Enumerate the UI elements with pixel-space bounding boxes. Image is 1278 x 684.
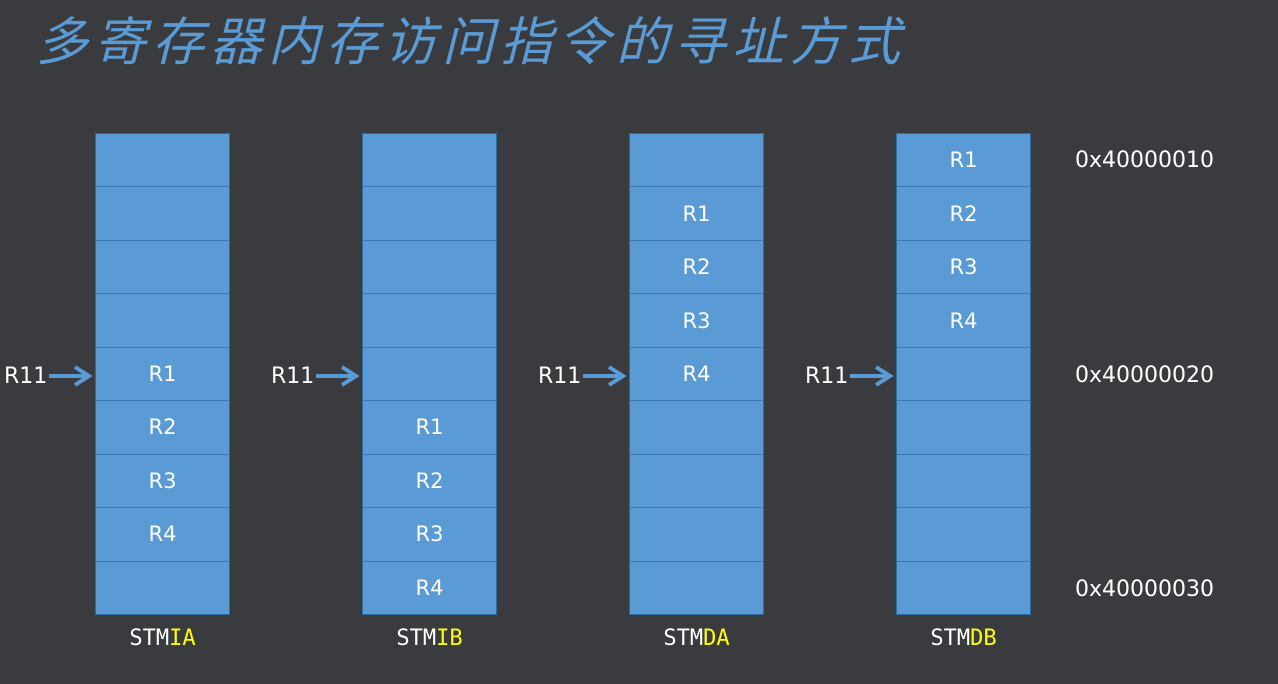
pointer-label: R11 bbox=[538, 363, 582, 389]
instruction-label-ib: STMIB bbox=[362, 626, 497, 651]
memory-cell: R2 bbox=[897, 187, 1030, 241]
memory-cell bbox=[363, 187, 496, 241]
arrow-right-icon bbox=[583, 365, 627, 387]
address-label-bottom: 0x40000030 bbox=[1075, 577, 1214, 602]
memory-stack-ia: R1 R2 R3 R4 bbox=[95, 133, 230, 615]
memory-cell bbox=[363, 294, 496, 348]
memory-cell: R2 bbox=[363, 455, 496, 509]
memory-cell: R3 bbox=[897, 241, 1030, 295]
arrow-right-icon bbox=[850, 365, 894, 387]
memory-cell: R2 bbox=[96, 401, 229, 455]
memory-cell: R1 bbox=[363, 401, 496, 455]
arrow-right-icon bbox=[49, 365, 93, 387]
pointer-r11-da: R11 bbox=[538, 362, 627, 390]
memory-cell bbox=[630, 455, 763, 509]
instruction-prefix: STM bbox=[396, 626, 437, 651]
arrow-right-icon bbox=[316, 365, 360, 387]
instruction-label-db: STMDB bbox=[896, 626, 1031, 651]
memory-cell: R2 bbox=[630, 241, 763, 295]
memory-cell bbox=[363, 348, 496, 402]
pointer-r11-ia: R11 bbox=[4, 362, 93, 390]
pointer-label: R11 bbox=[805, 363, 849, 389]
memory-cell: R3 bbox=[630, 294, 763, 348]
addressing-mode: DB bbox=[970, 626, 997, 651]
memory-cell: R3 bbox=[96, 455, 229, 509]
pointer-label: R11 bbox=[271, 363, 315, 389]
pointer-label: R11 bbox=[4, 363, 48, 389]
memory-cell: R3 bbox=[363, 508, 496, 562]
address-label-middle: 0x40000020 bbox=[1075, 363, 1214, 388]
memory-cell bbox=[96, 562, 229, 614]
memory-cell bbox=[96, 241, 229, 295]
instruction-prefix: STM bbox=[930, 626, 971, 651]
memory-cell bbox=[96, 134, 229, 188]
addressing-mode: DA bbox=[703, 626, 730, 651]
memory-cell bbox=[96, 187, 229, 241]
memory-stack-da: R1 R2 R3 R4 bbox=[629, 133, 764, 615]
memory-cell: R4 bbox=[415, 575, 444, 600]
memory-stack-ib: R1 R2 R3 R4 bbox=[362, 133, 497, 615]
page-title: 多寄存器内存访问指令的寻址方式 bbox=[36, 13, 907, 73]
memory-cell bbox=[897, 455, 1030, 509]
instruction-prefix: STM bbox=[129, 626, 170, 651]
pointer-r11-ib: R11 bbox=[271, 362, 360, 390]
addressing-mode: IA bbox=[169, 626, 196, 651]
memory-cell: R1 bbox=[897, 134, 1030, 188]
memory-cell bbox=[630, 562, 763, 614]
memory-cell bbox=[897, 401, 1030, 455]
pointer-r11-db: R11 bbox=[805, 362, 894, 390]
address-label-top: 0x40000010 bbox=[1075, 148, 1214, 173]
memory-cell bbox=[897, 508, 1030, 562]
memory-cell bbox=[630, 401, 763, 455]
memory-cell bbox=[363, 241, 496, 295]
memory-cell: R1 bbox=[630, 187, 763, 241]
memory-cell bbox=[630, 508, 763, 562]
instruction-label-da: STMDA bbox=[629, 626, 764, 651]
memory-cell bbox=[630, 134, 763, 188]
memory-cell bbox=[363, 134, 496, 188]
memory-cell bbox=[96, 294, 229, 348]
memory-cell: R4 bbox=[897, 294, 1030, 348]
memory-cell bbox=[897, 562, 1030, 614]
memory-cell: R1 bbox=[96, 348, 229, 402]
memory-cell: R4 bbox=[630, 348, 763, 402]
memory-stack-db: R1 R2 R3 R4 bbox=[896, 133, 1031, 615]
memory-cell bbox=[897, 348, 1030, 402]
instruction-prefix: STM bbox=[663, 626, 704, 651]
addressing-mode: IB bbox=[436, 626, 463, 651]
instruction-label-ia: STMIA bbox=[95, 626, 230, 651]
memory-cell: R4 bbox=[96, 508, 229, 562]
